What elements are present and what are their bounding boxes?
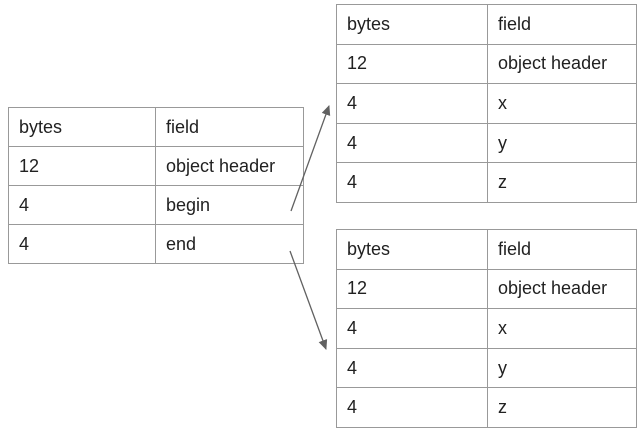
top-right-row3-field: z	[487, 162, 637, 203]
bottom-right-row1-field: x	[487, 308, 637, 349]
left-table: bytes field 12 object header 4 begin 4 e…	[8, 107, 304, 264]
top-right-row2-bytes: 4	[336, 122, 488, 164]
top-right-row0-bytes: 12	[336, 43, 488, 85]
bottom-right-row1-bytes: 4	[336, 308, 488, 349]
table-row: 4 y	[336, 122, 637, 164]
left-row0-field: object header	[155, 146, 304, 186]
top-right-row0-field: object header	[487, 43, 637, 85]
table-row: 4 x	[336, 308, 637, 349]
top-right-table: bytes field 12 object header 4 x 4 y 4 z	[336, 4, 637, 203]
bottom-right-row3-bytes: 4	[336, 387, 488, 428]
left-row0-bytes: 12	[8, 146, 156, 186]
top-right-row2-field: y	[487, 122, 637, 164]
table-row: 4 begin	[8, 185, 304, 225]
bottom-right-row0-field: object header	[487, 268, 637, 310]
top-right-header-field: field	[487, 4, 637, 45]
table-row: 12 object header	[8, 146, 304, 186]
left-row2-bytes: 4	[8, 224, 156, 264]
table-row: 4 z	[336, 162, 637, 203]
left-row1-bytes: 4	[8, 185, 156, 225]
left-table-header-row: bytes field	[8, 107, 304, 147]
table-row: 4 end	[8, 224, 304, 264]
table-row: 12 object header	[336, 43, 637, 85]
bottom-right-header-field: field	[487, 229, 637, 270]
table-row: 4 z	[336, 387, 637, 428]
bottom-right-row0-bytes: 12	[336, 268, 488, 310]
bottom-right-table-header-row: bytes field	[336, 229, 637, 270]
left-row1-field: begin	[155, 185, 304, 225]
bottom-right-row2-field: y	[487, 347, 637, 389]
top-right-table-header-row: bytes field	[336, 4, 637, 45]
table-row: 12 object header	[336, 268, 637, 310]
table-row: 4 y	[336, 347, 637, 389]
left-header-bytes: bytes	[8, 107, 156, 147]
bottom-right-header-bytes: bytes	[336, 229, 488, 270]
top-right-row3-bytes: 4	[336, 162, 488, 203]
bottom-right-table: bytes field 12 object header 4 x 4 y 4 z	[336, 229, 637, 428]
top-right-row1-field: x	[487, 83, 637, 124]
top-right-row1-bytes: 4	[336, 83, 488, 124]
left-header-field: field	[155, 107, 304, 147]
top-right-header-bytes: bytes	[336, 4, 488, 45]
bottom-right-row3-field: z	[487, 387, 637, 428]
table-row: 4 x	[336, 83, 637, 124]
arrow-end-to-bottom-table-icon	[289, 250, 328, 350]
left-row2-field: end	[155, 224, 304, 264]
bottom-right-row2-bytes: 4	[336, 347, 488, 389]
